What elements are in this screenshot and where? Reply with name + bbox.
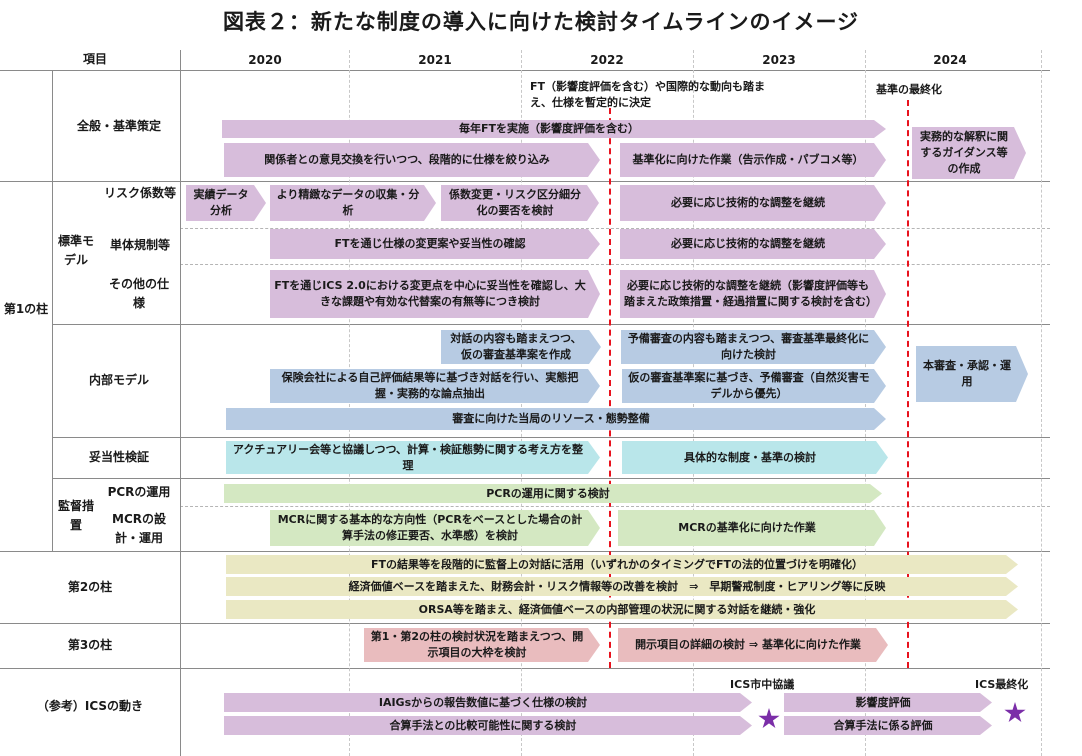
bar-exchange: 関係者との意見交換を行いつつ、段階的に仕様を絞り込み	[224, 143, 600, 177]
standard-model-label: 標準モデル	[57, 234, 94, 267]
bar-concrete: 具体的な制度・基準の検討	[622, 441, 888, 474]
other-spec-label: その他の仕様	[108, 277, 169, 310]
bar-tentative-review: 仮の審査基準案に基づき、予備審査（自然災害モデルから優先）	[622, 369, 886, 403]
bar-p2-ft: FTの結果等を段階的に監督上の対話に活用（いずれかのタイミングでFTの法的位置づ…	[226, 555, 1018, 574]
bar-mcr-standard: MCRの基準化に向けた作業	[618, 510, 886, 546]
header-divider	[0, 70, 1050, 71]
bar-p3-review: 第1・第2の柱の検討状況を踏まえつつ、開示項目の大枠を検討	[364, 628, 600, 662]
bar-resources: 審査に向けた当局のリソース・態勢整備	[226, 408, 886, 430]
bar-standardize: 基準化に向けた作業（告示作成・パブコメ等）	[620, 143, 886, 177]
validation-label: 妥当性検証	[88, 450, 149, 464]
subrow-divider	[180, 264, 1050, 265]
year-label: 2021	[418, 53, 452, 67]
year-divider	[521, 50, 522, 756]
bar-self-assessment: 保険会社による自己評価結果等に基づき対話を行い、実態把握・実務的な論点抽出	[270, 369, 600, 403]
pcr-label: PCRの運用	[107, 485, 171, 499]
page-title: 図表２：新たな制度の導入に向けた検討タイムラインのイメージ	[222, 10, 860, 34]
bar-preliminary-review: 予備審査の内容も踏まえつつ、審査基準最終化に向けた検討	[621, 330, 886, 364]
bar-iaigs: IAIGsからの報告数値に基づく仕様の検討	[224, 693, 752, 712]
bar-tech-adjust-3: 必要に応じ技術的な調整を継続（影響度評価等も踏まえた政策措置・経過措置に関する検…	[620, 270, 886, 318]
bar-ics2-check: FTを通じICS 2.0における変更点を中心に妥当性を確認し、大きな課題や有効な…	[270, 270, 600, 318]
bar-actuary: アクチュアリー会等と協議しつつ、計算・検証態勢に関する考え方を整理	[226, 441, 600, 474]
ics-final-note: ICS最終化	[975, 678, 1029, 691]
mcr-label: MCRの設計・運用	[112, 512, 166, 545]
bar-comparability: 合算手法との比較可能性に関する検討	[224, 716, 752, 735]
row-divider	[0, 623, 1050, 624]
year-divider	[1041, 50, 1042, 756]
bar-p2-orsa: ORSA等を踏まえ、経済価値ベースの内部管理の状況に関する対話を継続・強化	[226, 600, 1018, 619]
row-divider	[52, 478, 1050, 479]
subrow-divider	[180, 506, 1050, 507]
year-label: 2023	[762, 53, 796, 67]
bar-p3-detail: 開示項目の詳細の検討 ⇒ 基準化に向けた作業	[618, 628, 888, 662]
ics-consult-note: ICS市中協議	[730, 678, 795, 691]
bar-pcr-ops: PCRの運用に関する検討	[224, 484, 882, 503]
bar-actual-data: 実績データ分析	[186, 185, 266, 221]
bar-guidance: 実務的な解釈に関するガイダンス等の作成	[912, 127, 1026, 179]
general-label: 全般・基準策定	[76, 119, 161, 133]
year-label: 2022	[590, 53, 624, 67]
risk-factor-label: リスク係数等	[103, 186, 176, 200]
bar-annual-ft: 毎年FTを実施（影響度評価を含む）	[222, 120, 886, 138]
bar-impact: 影響度評価	[784, 693, 992, 712]
year-label: 2024	[933, 53, 967, 67]
year-label: 2020	[248, 53, 282, 67]
bar-main-review: 本審査・承認・運用	[916, 346, 1028, 402]
year-divider	[865, 50, 866, 756]
bar-aggregation: 合算手法に係る評価	[784, 716, 992, 735]
supervision-label: 監督措置	[58, 499, 95, 532]
item-header: 項目	[82, 52, 107, 66]
internal-model-label: 内部モデル	[88, 373, 149, 387]
bar-detailed-data: より精緻なデータの収集・分析	[270, 185, 436, 221]
milestone-final-line	[907, 100, 909, 668]
milestone-2022-line	[609, 108, 611, 668]
single-rule-label: 単体規制等	[109, 238, 170, 252]
bar-p2-econ: 経済価値ベースを踏まえた、財務会計・リスク情報等の改善を検討 ⇒ 早期警戒制度・…	[226, 577, 1018, 596]
bar-ft-change: FTを通じ仕様の変更案や妥当性の確認	[270, 229, 600, 259]
final-standard-note: 基準の最終化	[876, 83, 942, 96]
row-divider	[52, 324, 1050, 325]
ics-consult-star-icon	[758, 708, 780, 729]
bar-tech-adjust-2: 必要に応じ技術的な調整を継続	[620, 229, 886, 259]
ics-label: （参考）ICSの動き	[36, 699, 144, 713]
row-divider	[0, 181, 1050, 182]
row-divider	[0, 668, 1050, 669]
bar-tech-adjust-1: 必要に応じ技術的な調整を継続	[620, 185, 886, 221]
pillar1-label: 第1の柱	[3, 302, 49, 316]
subrow-divider	[180, 228, 1050, 229]
ft-note: FT（影響度評価を含む）や国際的な動向も踏まえ、仕様を暫定的に決定	[530, 80, 766, 109]
year-divider	[693, 50, 694, 756]
bar-mcr-basic: MCRに関する基本的な方向性（PCRをベースとした場合の計算手法の修正要否、水準…	[270, 510, 600, 546]
row-divider	[52, 437, 1050, 438]
column-divider	[52, 70, 53, 551]
bar-coef-change: 係数変更・リスク区分細分化の要否を検討	[441, 185, 599, 221]
pillar3-label: 第3の柱	[67, 638, 113, 652]
bar-dialogue-tentative: 対話の内容も踏まえつつ、仮の審査基準案を作成	[441, 330, 601, 364]
pillar2-label: 第2の柱	[67, 580, 113, 594]
row-divider	[0, 551, 1050, 552]
column-divider	[180, 50, 181, 756]
year-divider	[349, 50, 350, 756]
ics-final-star-icon	[1004, 702, 1026, 723]
